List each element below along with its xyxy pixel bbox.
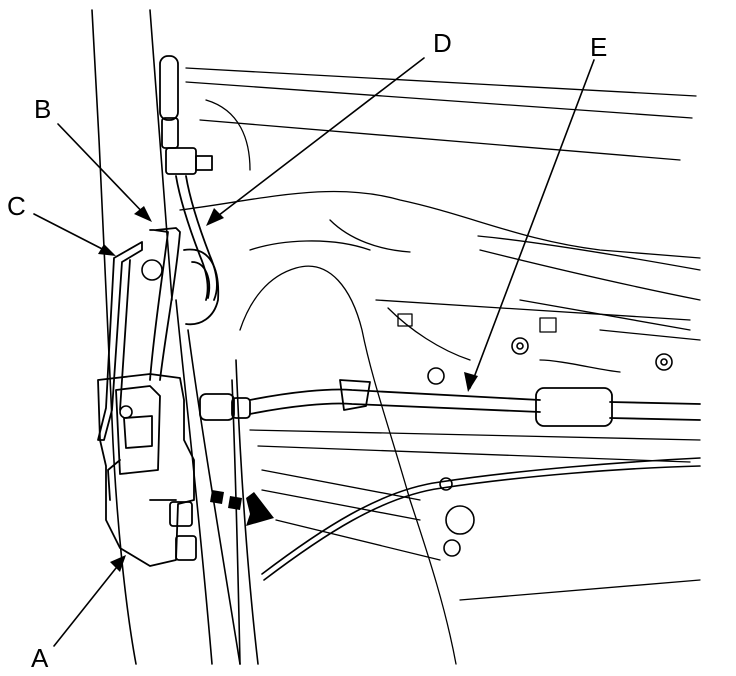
leader-b bbox=[57, 123, 151, 221]
leader-c bbox=[33, 213, 113, 255]
callout-arrowheads bbox=[98, 206, 478, 572]
callout-label-b: B bbox=[34, 94, 52, 124]
inside-handle-cable bbox=[261, 457, 701, 581]
callout-label-a: A bbox=[31, 643, 49, 673]
outside-handle-rod bbox=[199, 379, 701, 427]
inner-door-panel bbox=[179, 67, 701, 665]
callout-label-e: E bbox=[590, 32, 608, 62]
arrowhead-d bbox=[206, 208, 224, 226]
arrowhead-a bbox=[110, 555, 126, 572]
leader-d bbox=[209, 57, 425, 223]
lock-rod-connector bbox=[159, 55, 220, 326]
callout-leaders bbox=[33, 57, 595, 647]
lock-rod-c bbox=[97, 241, 143, 441]
callout-label-d: D bbox=[433, 28, 452, 58]
callout-label-c: C bbox=[7, 191, 26, 221]
removal-direction-arrow bbox=[210, 490, 274, 526]
panel-holes bbox=[119, 259, 673, 557]
leader-a bbox=[53, 557, 125, 647]
leader-e bbox=[469, 59, 595, 389]
door-frame bbox=[91, 9, 259, 665]
door-lock-actuator bbox=[97, 373, 197, 567]
lock-rod-b bbox=[149, 227, 181, 381]
arrowhead-c bbox=[98, 244, 116, 256]
arrowhead-b bbox=[134, 206, 152, 222]
arrowhead-e bbox=[464, 372, 478, 392]
